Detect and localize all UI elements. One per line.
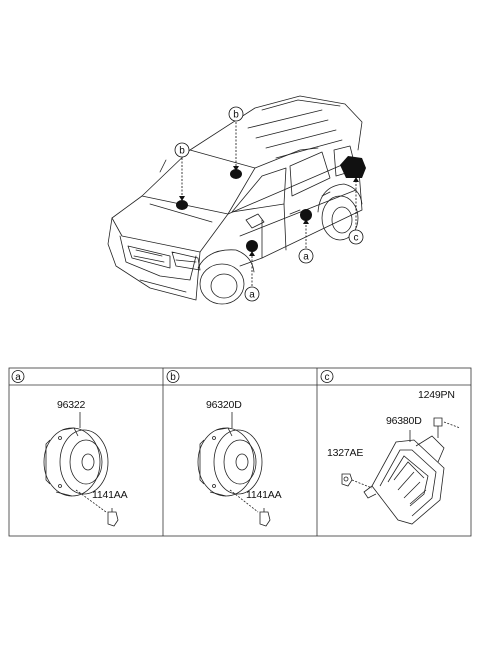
svg-text:b: b xyxy=(170,372,176,383)
callout-c: c xyxy=(348,229,364,245)
speaker-spot-front-door xyxy=(246,240,258,252)
svg-text:b: b xyxy=(233,110,239,121)
callout-a-front: a xyxy=(244,286,260,302)
parts-table xyxy=(8,367,472,537)
speaker-spot-rear-door xyxy=(300,209,312,221)
speaker-spot-markers xyxy=(176,156,366,252)
section-b-header: b xyxy=(166,370,180,383)
section-a-header: a xyxy=(11,370,25,383)
part-label-1141AA-a: 1141AA xyxy=(92,489,128,501)
speaker-spot-dash-right xyxy=(230,169,242,179)
svg-text:c: c xyxy=(354,233,359,244)
callout-a-rear: a xyxy=(298,248,314,264)
part-label-1141AA-b: 1141AA xyxy=(246,489,282,501)
part-label-96322: 96322 xyxy=(57,399,86,411)
speaker-spot-dash-left xyxy=(176,200,188,210)
vehicle-illustration xyxy=(107,95,363,305)
speaker-a-drawing xyxy=(43,412,119,527)
subwoofer-spot-rear xyxy=(340,156,366,178)
section-c-header: c xyxy=(320,370,334,383)
speaker-b-drawing xyxy=(197,412,271,527)
svg-text:b: b xyxy=(179,146,185,157)
part-label-96320D: 96320D xyxy=(206,399,242,411)
svg-text:a: a xyxy=(15,372,21,383)
svg-text:c: c xyxy=(325,372,330,383)
leader-arrowheads xyxy=(179,166,359,256)
leader-lines xyxy=(181,122,357,286)
callout-b-right: b xyxy=(228,106,244,122)
svg-text:a: a xyxy=(303,252,309,263)
svg-text:a: a xyxy=(249,290,255,301)
callout-b-left: b xyxy=(174,142,190,158)
part-label-96380D: 96380D xyxy=(386,415,422,427)
part-label-1327AE: 1327AE xyxy=(327,447,363,459)
part-label-1249PN: 1249PN xyxy=(418,389,455,401)
amplifier-c-drawing xyxy=(341,417,461,525)
